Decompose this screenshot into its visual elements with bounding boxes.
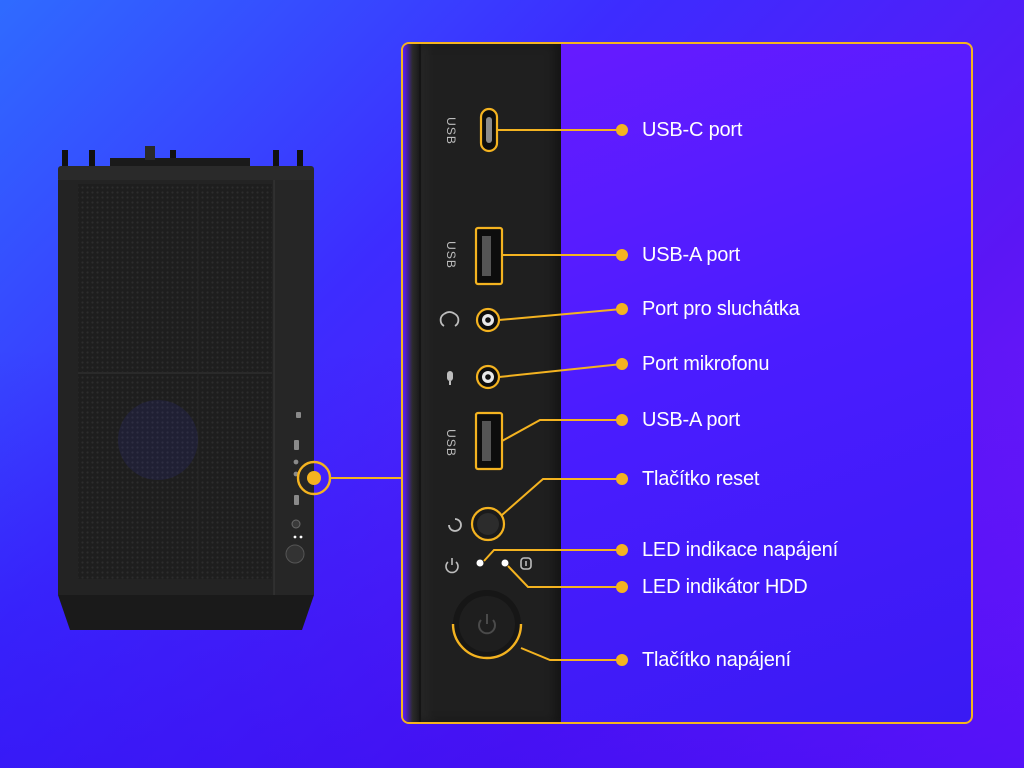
case-top — [58, 166, 314, 182]
callout-label-headphone: Port pro sluchátka — [642, 298, 800, 320]
usb-c-strip-label: USB — [443, 117, 458, 145]
callout-label-power-led: LED indikace napájení — [642, 539, 838, 561]
reset-button[interactable] — [470, 506, 506, 542]
pc-case-illustration — [58, 146, 314, 630]
headphone-jack[interactable] — [475, 307, 501, 333]
usb-a-strip-label-1: USB — [443, 241, 458, 269]
front-mesh — [78, 184, 272, 579]
callout-label-microphone: Port mikrofonu — [642, 353, 770, 375]
top-screws — [62, 146, 303, 168]
callout-label-usb-c: USB-C port — [642, 119, 743, 141]
fan-glow — [118, 400, 198, 480]
case-base — [58, 595, 314, 630]
pc-case — [40, 140, 340, 640]
callout-label-usb-a-2: USB-A port — [642, 409, 741, 431]
power-button[interactable] — [451, 590, 523, 660]
callout-label-reset: Tlačítko reset — [642, 468, 760, 490]
io-panel — [274, 180, 314, 595]
usb-a-port-1[interactable] — [474, 226, 504, 286]
callout-label-hdd-led: LED indikátor HDD — [642, 576, 808, 598]
usb-a-strip-label-2: USB — [443, 429, 458, 457]
callout-label-power-button: Tlačítko napájení — [642, 649, 791, 671]
usb-a-port-2[interactable] — [474, 411, 504, 471]
usb-c-port[interactable] — [479, 107, 499, 153]
callout-label-usb-a-1: USB-A port — [642, 244, 741, 266]
microphone-jack[interactable] — [475, 364, 501, 390]
strip-edge — [403, 44, 419, 722]
